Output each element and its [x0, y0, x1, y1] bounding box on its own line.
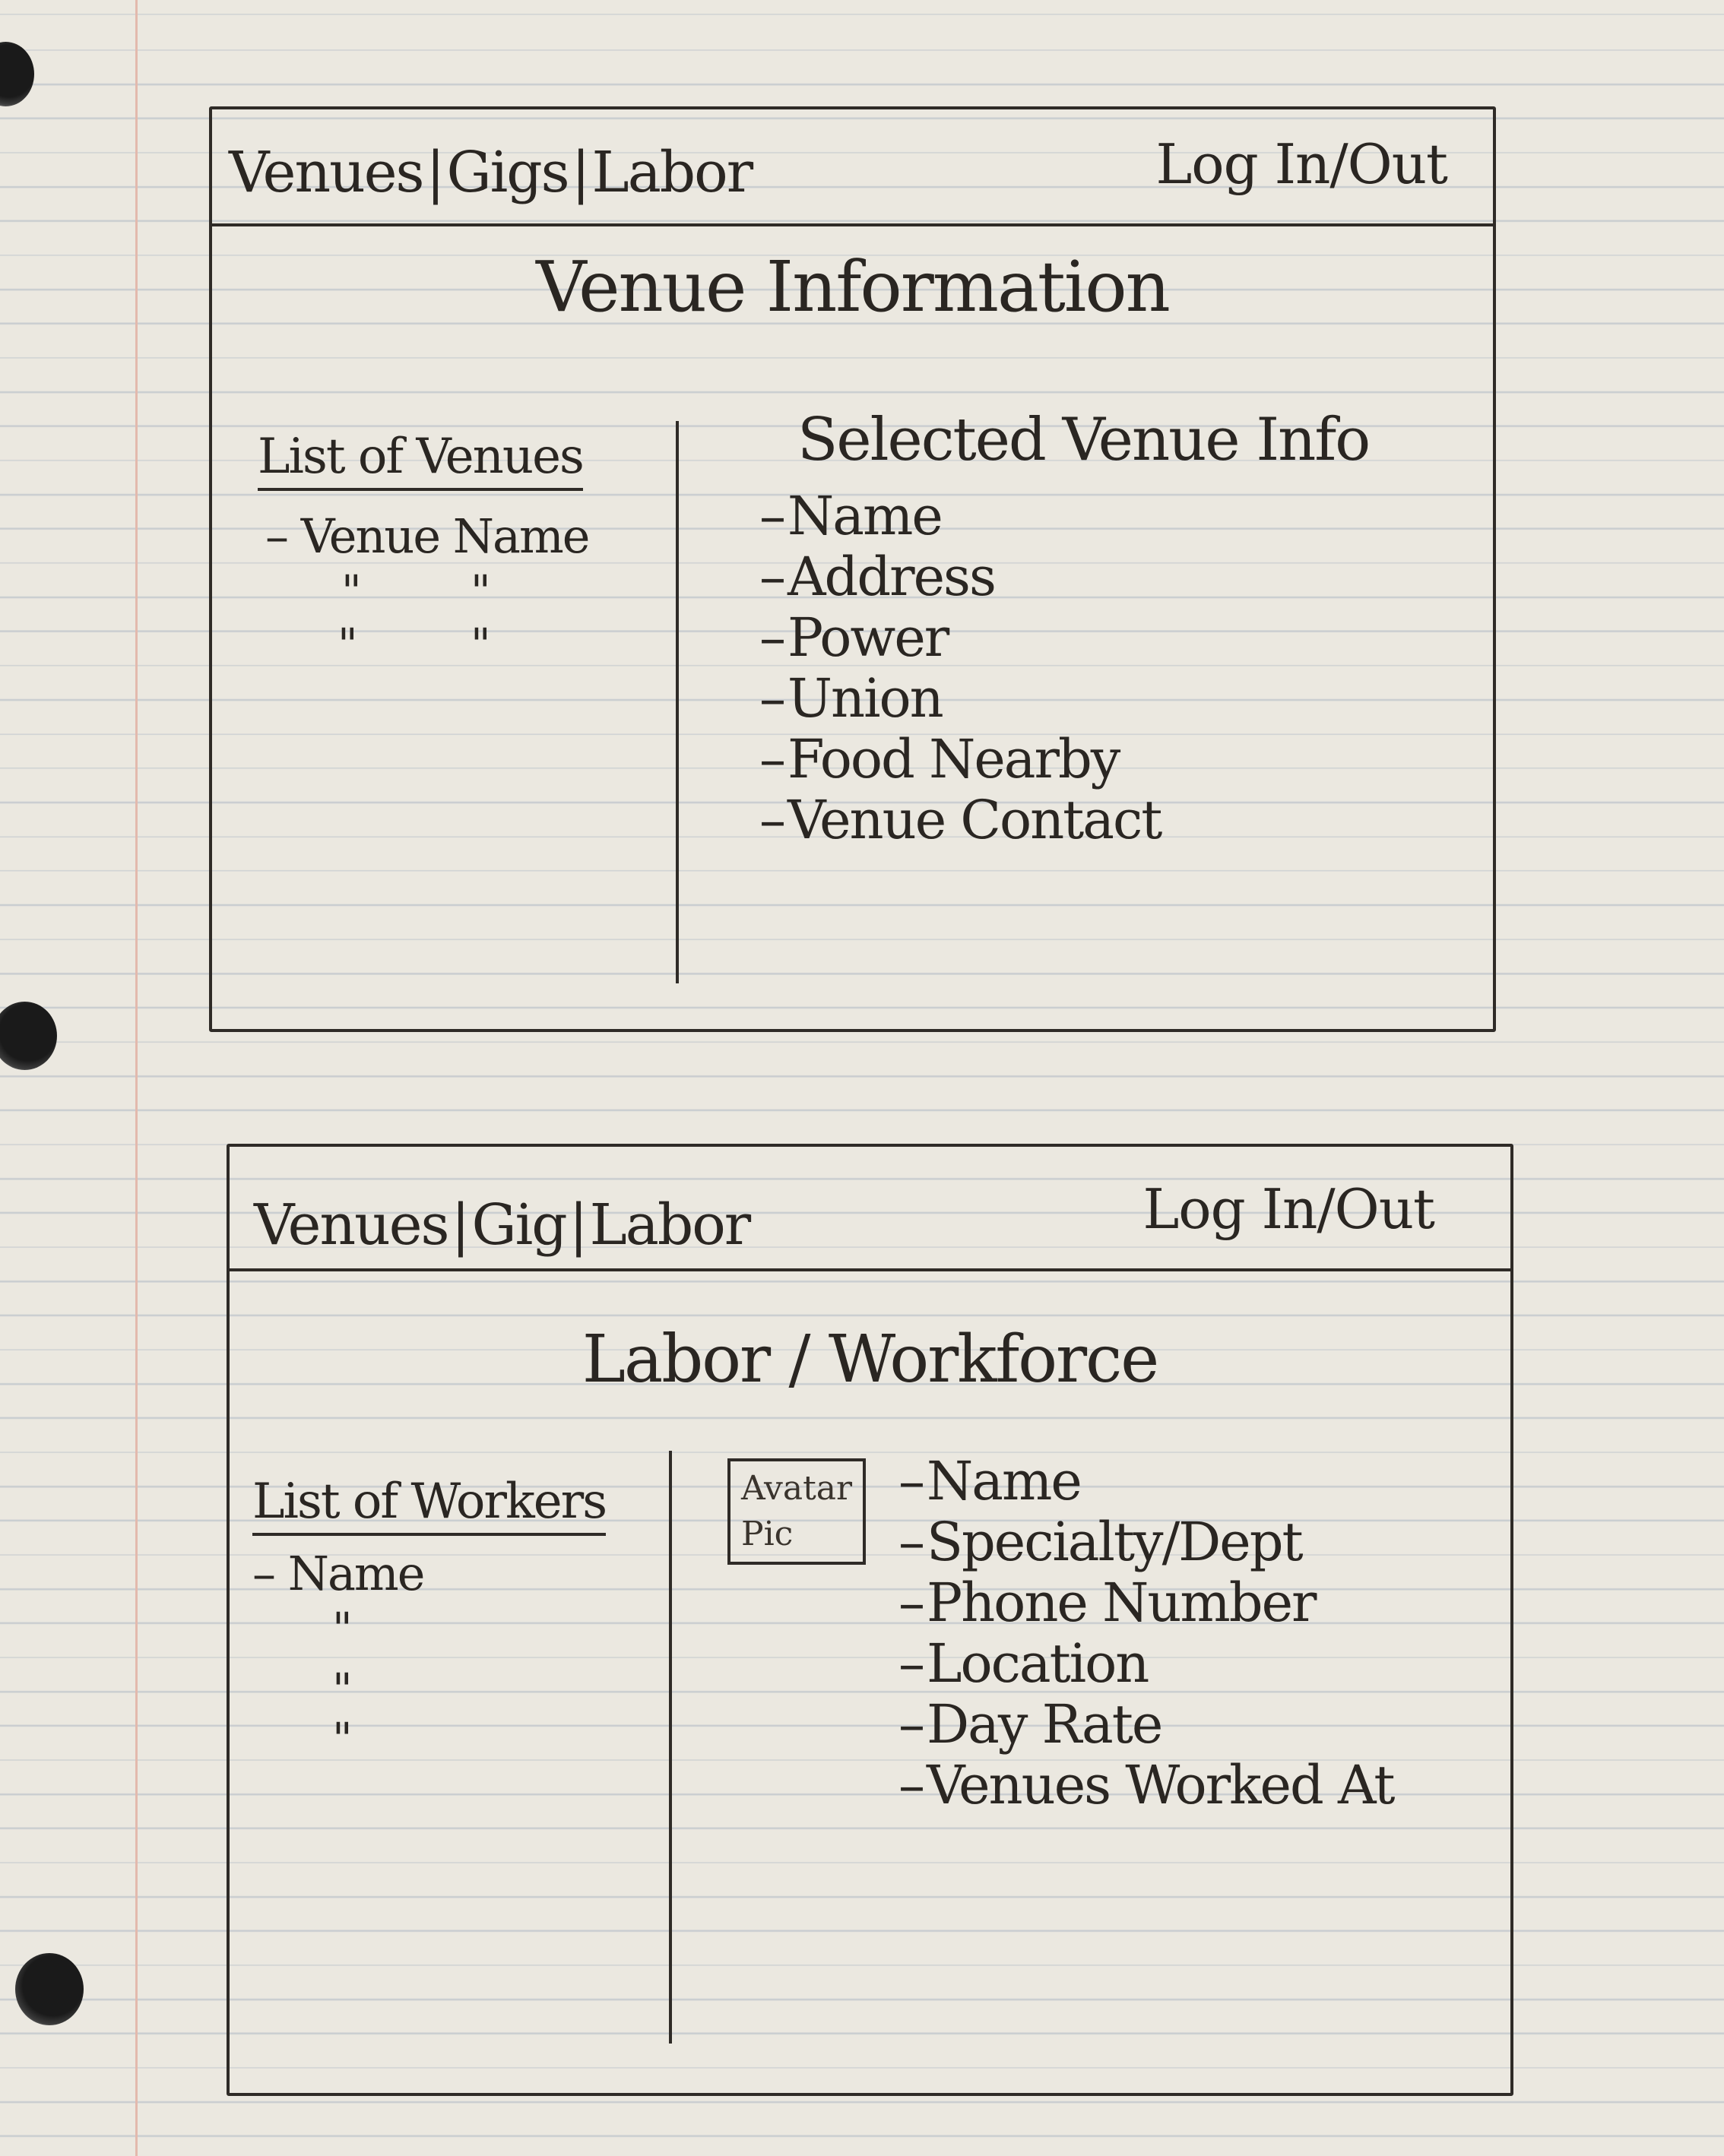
nav-separator: | [571, 140, 591, 205]
ditto-mark: " [338, 619, 358, 670]
list-bullet: – [252, 1546, 288, 1601]
worker-list-item[interactable]: – Name [252, 1546, 426, 1601]
worker-name-label: Name [287, 1546, 426, 1601]
nav-gig-link[interactable]: Gig [471, 1192, 567, 1258]
login-logout-link[interactable]: Log In/Out [1155, 132, 1448, 196]
binder-hole-top [0, 42, 34, 106]
labor-nav-bar: Venues|Gig|Labor Log In/Out [230, 1147, 1510, 1271]
ditto-mark: " [341, 565, 362, 617]
nav-venues-link[interactable]: Venues [229, 140, 425, 205]
field-specialty-dept: Specialty/Dept [898, 1512, 1393, 1572]
field-food-nearby: Food Nearby [759, 729, 1161, 790]
field-union: Union [759, 668, 1161, 729]
field-venues-worked-at: Venues Worked At [898, 1755, 1395, 1816]
field-phone-number: Phone Number [898, 1572, 1393, 1633]
field-address: Address [759, 546, 1161, 607]
field-name: Name [898, 1451, 1393, 1512]
venue-name-label: Venue Name [300, 508, 591, 564]
worker-list-heading: List of Workers [252, 1474, 607, 1536]
login-logout-link[interactable]: Log In/Out [1142, 1177, 1435, 1241]
nav-separator: | [426, 140, 445, 205]
venue-nav-bar: Venues|Gigs|Labor Log In/Out [212, 109, 1493, 226]
field-location: Location [898, 1633, 1393, 1694]
ditto-mark: " [332, 1603, 353, 1654]
nav-gigs-link[interactable]: Gigs [446, 140, 569, 205]
page-title: Labor / Workforce [582, 1322, 1159, 1398]
venue-list-heading: List of Venues [258, 429, 585, 491]
column-divider [676, 421, 679, 983]
ditto-mark: " [471, 565, 491, 617]
field-day-rate: Day Rate [898, 1694, 1393, 1755]
venue-wireframe: Venues|Gigs|Labor Log In/Out Venue Infor… [209, 106, 1496, 1032]
page-title: Venue Information [536, 246, 1171, 328]
nav-separator: | [569, 1192, 588, 1258]
avatar-label: Avatar [741, 1469, 853, 1508]
avatar-label: Pic [741, 1515, 794, 1553]
field-power: Power [759, 607, 1161, 668]
binder-hole-bottom [15, 1953, 84, 2025]
field-venue-contact: Venue Contact [759, 790, 1162, 850]
labor-wireframe: Venues|Gig|Labor Log In/Out Labor / Work… [227, 1144, 1513, 2096]
venue-nav-tabs: Venues|Gigs|Labor [229, 140, 754, 205]
field-name: Name [759, 486, 1161, 546]
venue-list-item[interactable]: – Venue Name [265, 508, 591, 564]
nav-labor-link[interactable]: Labor [591, 140, 754, 205]
nav-separator: | [451, 1192, 471, 1258]
nav-labor-link[interactable]: Labor [589, 1192, 752, 1258]
ditto-mark: " [332, 1713, 353, 1765]
venue-detail-fields: Name Address Power Union Food Nearby Ven… [759, 486, 1162, 850]
ditto-mark: " [332, 1664, 353, 1715]
avatar-pic-placeholder: Avatar Pic [727, 1458, 867, 1565]
column-divider [669, 1451, 672, 2044]
nav-venues-link[interactable]: Venues [254, 1192, 450, 1258]
list-bullet: – [265, 508, 301, 564]
worker-detail-fields: Name Specialty/Dept Phone Number Locatio… [898, 1451, 1395, 1816]
selected-venue-heading: Selected Venue Info [797, 406, 1371, 474]
labor-nav-tabs: Venues|Gig|Labor [254, 1192, 752, 1258]
notebook-margin-line [135, 0, 138, 2156]
binder-hole-middle [0, 1002, 57, 1070]
ditto-mark: " [471, 619, 491, 670]
